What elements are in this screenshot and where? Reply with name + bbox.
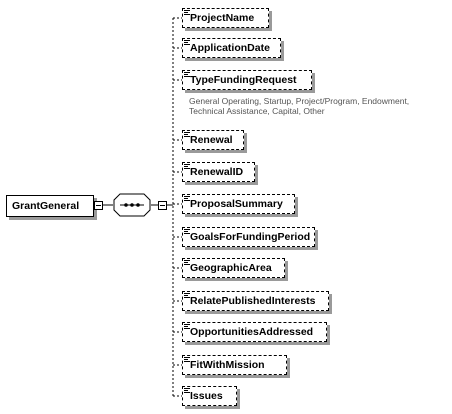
child-element-renewalid[interactable]: RenewalID: [182, 162, 255, 182]
child-element-geographicarea[interactable]: GeographicArea: [182, 258, 285, 278]
element-icon: [184, 260, 190, 265]
child-element-applicationdate[interactable]: ApplicationDate: [182, 38, 281, 58]
element-icon: [184, 40, 190, 45]
root-element-label: GrantGeneral: [12, 200, 80, 212]
child-element-label: RenewalID: [190, 166, 244, 178]
child-element-opportunitiesaddressed[interactable]: OpportunitiesAddressed: [182, 322, 327, 342]
child-element-relatepublishedinterests[interactable]: RelatePublishedInterests: [182, 291, 329, 311]
child-element-label: OpportunitiesAddressed: [190, 326, 314, 338]
child-element-typefundingrequest[interactable]: TypeFundingRequest: [182, 70, 312, 90]
element-icon: [184, 72, 190, 77]
annotation-line-1: General Operating, Startup, Project/Prog…: [189, 96, 410, 106]
child-element-label: GoalsForFundingPeriod: [190, 231, 311, 243]
child-element-projectname[interactable]: ProjectName: [182, 8, 269, 28]
root-element-grantgeneral[interactable]: GrantGeneral: [6, 195, 94, 217]
annotation-line-2: Technical Assistance, Capital, Other: [189, 106, 325, 116]
child-element-issues[interactable]: Issues: [182, 386, 237, 406]
element-icon: [184, 324, 190, 329]
element-icon: [184, 229, 190, 234]
child-element-proposalsummary[interactable]: ProposalSummary: [182, 194, 295, 214]
element-icon: [184, 196, 190, 201]
child-element-label: ProjectName: [190, 12, 255, 24]
child-element-goalsforfundingperiod[interactable]: GoalsForFundingPeriod: [182, 227, 315, 247]
element-icon: [184, 357, 190, 362]
child-element-label: Renewal: [190, 134, 233, 146]
child-element-label: ProposalSummary: [190, 198, 283, 210]
child-element-label: ApplicationDate: [190, 42, 270, 54]
sequence-compositor-icon[interactable]: [113, 193, 151, 217]
child-element-label: GeographicArea: [190, 262, 272, 274]
element-icon: [184, 132, 190, 137]
root-collapse-button[interactable]: [94, 201, 103, 210]
element-icon: [184, 293, 190, 298]
element-icon: [184, 388, 190, 393]
child-element-renewal[interactable]: Renewal: [182, 130, 244, 150]
child-element-fitwithmission[interactable]: FitWithMission: [182, 355, 287, 375]
child-element-label: FitWithMission: [190, 359, 265, 371]
element-icon: [184, 164, 190, 169]
sequence-collapse-button[interactable]: [158, 201, 167, 210]
child-element-label: Issues: [190, 390, 223, 402]
child-element-label: TypeFundingRequest: [190, 74, 297, 86]
child-element-label: RelatePublishedInterests: [190, 295, 316, 307]
element-icon: [184, 10, 190, 15]
typefundingrequest-annotation: General Operating, Startup, Project/Prog…: [189, 96, 449, 116]
